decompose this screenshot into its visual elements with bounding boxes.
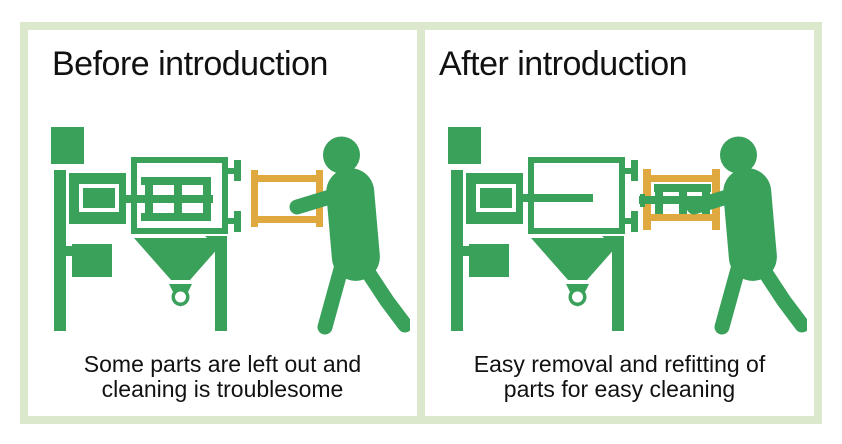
panel-after-caption: Easy removal and refitting of parts for … — [425, 352, 814, 402]
worker-icon — [289, 136, 410, 335]
machine-cleaning-after-illustration — [448, 127, 807, 335]
caption-line: Easy removal and refitting of — [473, 351, 766, 377]
parts-inside-machine — [126, 177, 213, 221]
machine-cleaning-before-illustration — [51, 127, 410, 335]
panel-after-title: After introduction — [439, 45, 688, 83]
worker-icon — [686, 136, 807, 335]
machine-icon — [51, 127, 241, 331]
panel-before-caption: Some parts are left out and cleaning is … — [28, 352, 417, 402]
hopper — [134, 238, 227, 307]
caption-line: cleaning is troublesome — [101, 375, 344, 402]
panel-divider — [417, 30, 425, 416]
before-after-comparison-board: Before introduction — [20, 22, 822, 424]
caption-line: parts for easy cleaning — [503, 375, 736, 402]
machine-icon — [448, 127, 638, 331]
hopper — [531, 238, 624, 307]
panel-before: Before introduction — [28, 30, 417, 416]
panel-before-title: Before introduction — [52, 45, 328, 83]
panel-after: After introduction — [425, 30, 814, 416]
machine-shaft — [523, 194, 593, 202]
caption-line: Some parts are left out and — [83, 351, 362, 377]
